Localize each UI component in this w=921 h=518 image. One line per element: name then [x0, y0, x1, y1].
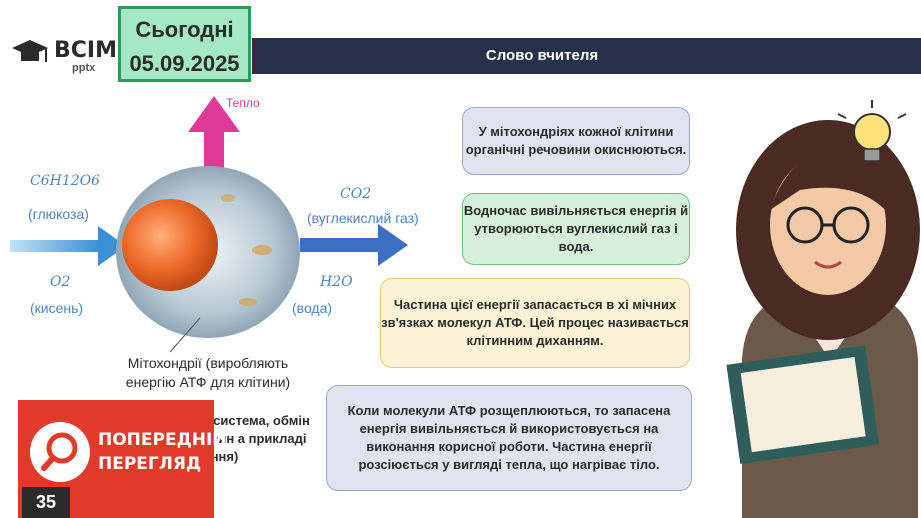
date-box: Сьогодні 05.09.2025 [118, 6, 251, 82]
glucose-formula: C6H12O6 [30, 173, 101, 189]
preview-line-2: ПЕРЕГЛЯД [98, 454, 202, 474]
info-box-1-text: У мітохондріях кожної клітини органічні … [465, 124, 687, 157]
info-box-1: У мітохондріях кожної клітини органічні … [462, 107, 690, 175]
magnifier-icon [30, 422, 90, 482]
title-bar: Слово вчителя [252, 38, 921, 74]
logo-subtext: pptx [72, 62, 96, 74]
oxygen-formula: O2 [50, 274, 71, 290]
water-label: (вода) [292, 300, 333, 316]
water-formula: H2O [320, 274, 353, 290]
logo-text: ВСІМ [54, 38, 117, 63]
date-value: 05.09.2025 [129, 51, 240, 76]
info-box-3-text: Частина цієї енергії запасається в хі мі… [381, 297, 689, 348]
info-box-2-text: Водночас вивільняється енергія й утворюю… [463, 203, 689, 254]
info-box-3: Частина цієї енергії запасається в хі мі… [380, 278, 690, 368]
heat-label: Тепло [226, 96, 260, 110]
date-label: Сьогодні [135, 17, 234, 42]
preview-title: ПОПЕРЕДНІЙ ПЕРЕГЛЯД [98, 428, 227, 476]
mitochondria-cell-image [116, 166, 300, 353]
teacher-illustration [726, 120, 920, 518]
page-title: Слово вчителя [485, 47, 599, 64]
graduation-cap-icon [12, 40, 48, 62]
mitochondria-caption: Мітохондрії (виробляють енергію АТФ для … [125, 355, 291, 390]
co2-label: (вуглекислий газ) [307, 210, 419, 226]
info-box-4: Коли молекули АТФ розщеплюються, то запа… [326, 385, 692, 491]
co2-formula: CO2 [340, 186, 372, 202]
glucose-label: (глюкоза) [28, 206, 89, 222]
input-arrow [10, 226, 126, 266]
preview-line-1: ПОПЕРЕДНІЙ [98, 430, 227, 450]
info-box-2: Водночас вивільняється енергія й утворюю… [462, 193, 690, 265]
output-arrow [300, 224, 408, 266]
info-box-4-text: Коли молекули АТФ розщеплюються, то запа… [347, 403, 671, 472]
oxygen-label: (кисень) [30, 300, 84, 316]
lightbulb-icon [837, 100, 907, 162]
slide-number: 35 [22, 487, 70, 518]
